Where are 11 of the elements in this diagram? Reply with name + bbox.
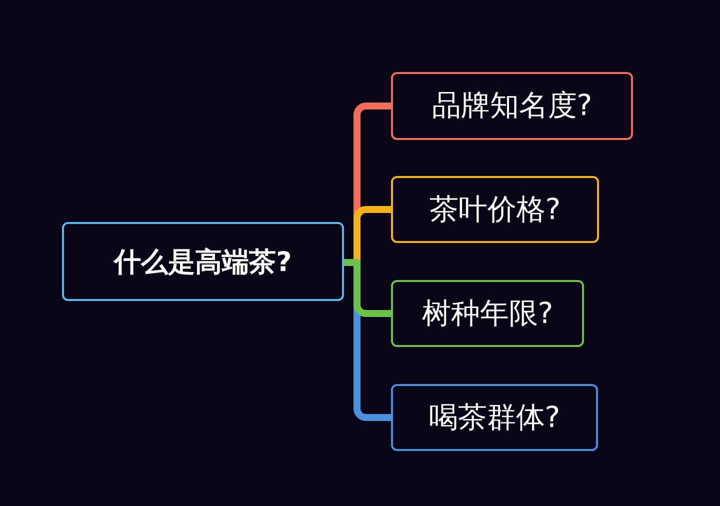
topic-box — [62, 222, 344, 301]
subtopic-text: 树种年限? — [422, 294, 554, 332]
subtopic-box — [391, 384, 598, 451]
subtopic-box — [391, 280, 584, 347]
subtopic-box — [391, 176, 599, 243]
subtopic-text: 品牌知名度? — [432, 87, 592, 124]
subtopic-box — [391, 72, 633, 140]
subtopic-text: 茶叶价格? — [429, 190, 561, 228]
branch-line — [344, 259, 391, 317]
subtopic-text: 喝茶群体? — [428, 398, 560, 436]
topic-text: 什么是高端茶? — [114, 246, 292, 280]
